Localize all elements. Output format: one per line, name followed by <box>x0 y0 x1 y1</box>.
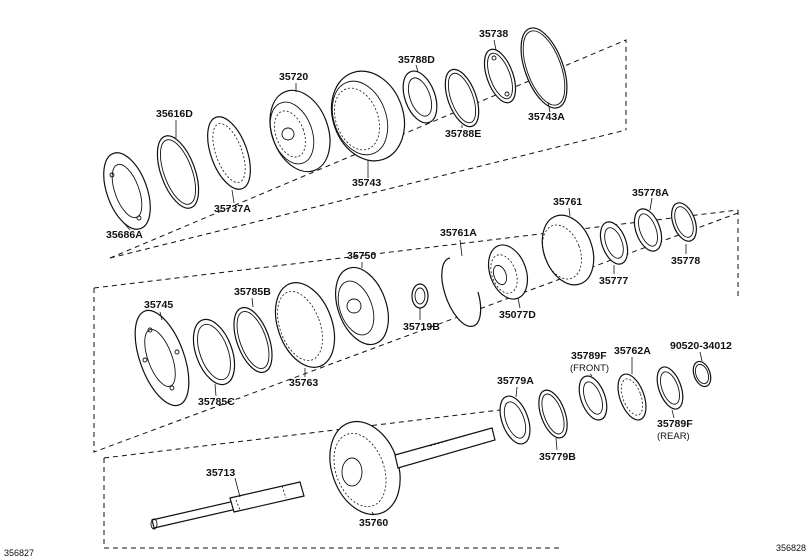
part-35777[interactable] <box>595 218 633 268</box>
part-35760[interactable] <box>318 412 496 525</box>
label-35763: 35763 <box>289 377 318 389</box>
label-35743: 35743 <box>352 177 381 189</box>
label-35750: 35750 <box>347 250 376 262</box>
part-35779b[interactable] <box>533 386 573 441</box>
lower-group-top-edge <box>103 409 501 459</box>
upper-group-bottom-edge <box>109 129 627 259</box>
upper-group-outline <box>109 39 627 259</box>
part-35789f-rear[interactable] <box>652 364 688 413</box>
part-35778a[interactable] <box>629 205 667 255</box>
part-35750[interactable] <box>326 260 398 352</box>
part-35686a[interactable] <box>95 147 160 236</box>
label-90520-34012: 90520-34012 <box>670 340 732 352</box>
part-35789f-front[interactable] <box>574 372 612 423</box>
corner-code-left: 356827 <box>4 548 34 558</box>
middle-group-top-edge <box>93 209 739 289</box>
label-35760: 35760 <box>359 517 388 529</box>
label-35788d: 35788D <box>398 54 435 66</box>
part-35720[interactable] <box>259 82 340 180</box>
label-35789f-front-note: (FRONT) <box>570 363 609 374</box>
part-35713[interactable] <box>150 481 305 530</box>
part-35719b[interactable] <box>411 283 429 309</box>
label-35762a: 35762A <box>614 345 651 357</box>
part-35788d[interactable] <box>397 66 444 127</box>
part-35743[interactable] <box>319 61 416 171</box>
part-35738[interactable] <box>478 45 522 107</box>
label-35789f-rear-note: (REAR) <box>657 431 690 442</box>
label-35785c: 35785C <box>198 396 235 408</box>
label-35743a: 35743A <box>528 111 565 123</box>
part-35779a[interactable] <box>494 392 536 448</box>
label-35779b: 35779B <box>539 451 576 463</box>
part-35761[interactable] <box>533 208 603 292</box>
part-35743a[interactable] <box>512 22 576 114</box>
label-35686a: 35686A <box>106 229 143 241</box>
part-labels: 35686A 35616D 35737A 35720 35743 35788D … <box>4 28 806 558</box>
corner-code-right: 356828 <box>776 543 806 553</box>
label-35745: 35745 <box>144 299 173 311</box>
label-35616d: 35616D <box>156 108 193 120</box>
part-35778[interactable] <box>667 199 701 244</box>
label-35785b: 35785B <box>234 286 271 298</box>
label-35789f-rear: 35789F <box>657 418 693 430</box>
part-35785c[interactable] <box>185 314 242 390</box>
label-35777: 35777 <box>599 275 628 287</box>
label-35738: 35738 <box>479 28 508 40</box>
leader-lines <box>122 39 703 516</box>
part-35763[interactable] <box>265 274 346 375</box>
part-35077d[interactable] <box>482 240 535 305</box>
part-35761a[interactable] <box>441 257 482 327</box>
label-35077d: 35077D <box>499 309 536 321</box>
part-35788e[interactable] <box>439 65 486 131</box>
label-35720: 35720 <box>279 71 308 83</box>
part-35762a[interactable] <box>613 370 652 423</box>
part-90520-34012[interactable] <box>690 359 714 389</box>
part-35737a[interactable] <box>199 111 259 195</box>
part-35785b[interactable] <box>226 303 279 378</box>
label-35788e: 35788E <box>445 128 481 140</box>
part-35745[interactable] <box>124 303 200 412</box>
label-35778: 35778 <box>671 255 700 267</box>
lower-group-outline <box>103 458 560 549</box>
label-35737a: 35737A <box>214 203 251 215</box>
label-35789f-front: 35789F <box>571 350 607 362</box>
label-35761: 35761 <box>553 196 582 208</box>
label-35779a: 35779A <box>497 375 534 387</box>
label-35778a: 35778A <box>632 187 669 199</box>
label-35719b: 35719B <box>403 321 440 333</box>
label-35761a: 35761A <box>440 227 477 239</box>
label-35713: 35713 <box>206 467 235 479</box>
group-outlines <box>93 39 739 549</box>
part-35616d[interactable] <box>149 130 207 213</box>
